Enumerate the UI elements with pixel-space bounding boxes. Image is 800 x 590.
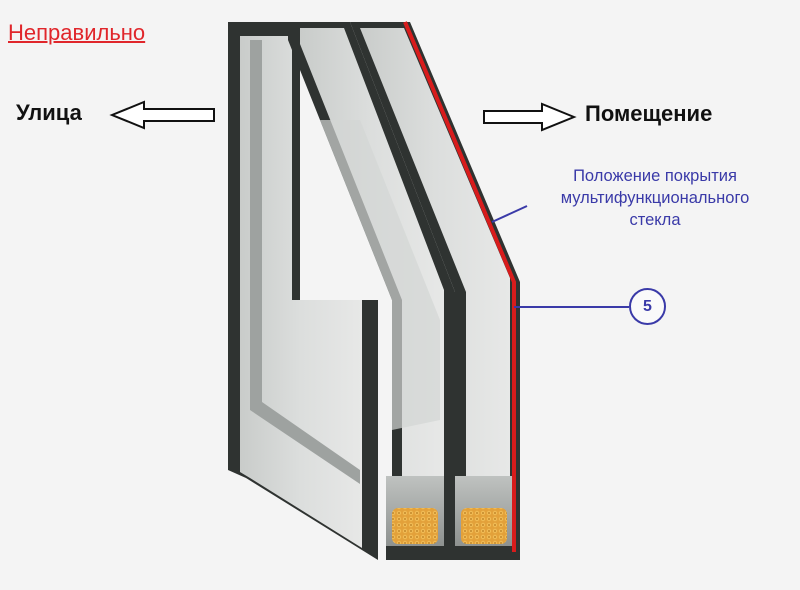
coating-note-line2: мультифункционального — [525, 187, 785, 209]
note-leader-line — [492, 206, 527, 222]
street-label: Улица — [16, 100, 82, 126]
title-wrong-label: Неправильно — [8, 20, 145, 46]
spacer-bottom-2 — [455, 476, 513, 560]
position-marker-badge: 5 — [629, 288, 666, 325]
spacer-bottom-1 — [386, 476, 444, 560]
room-label: Помещение — [585, 101, 712, 127]
coating-note: Положение покрытия мультифункционального… — [525, 165, 785, 231]
arrow-right-icon — [484, 104, 574, 130]
coating-note-line1: Положение покрытия — [525, 165, 785, 187]
coating-note-line3: стекла — [525, 209, 785, 231]
arrow-left-icon — [112, 102, 214, 128]
